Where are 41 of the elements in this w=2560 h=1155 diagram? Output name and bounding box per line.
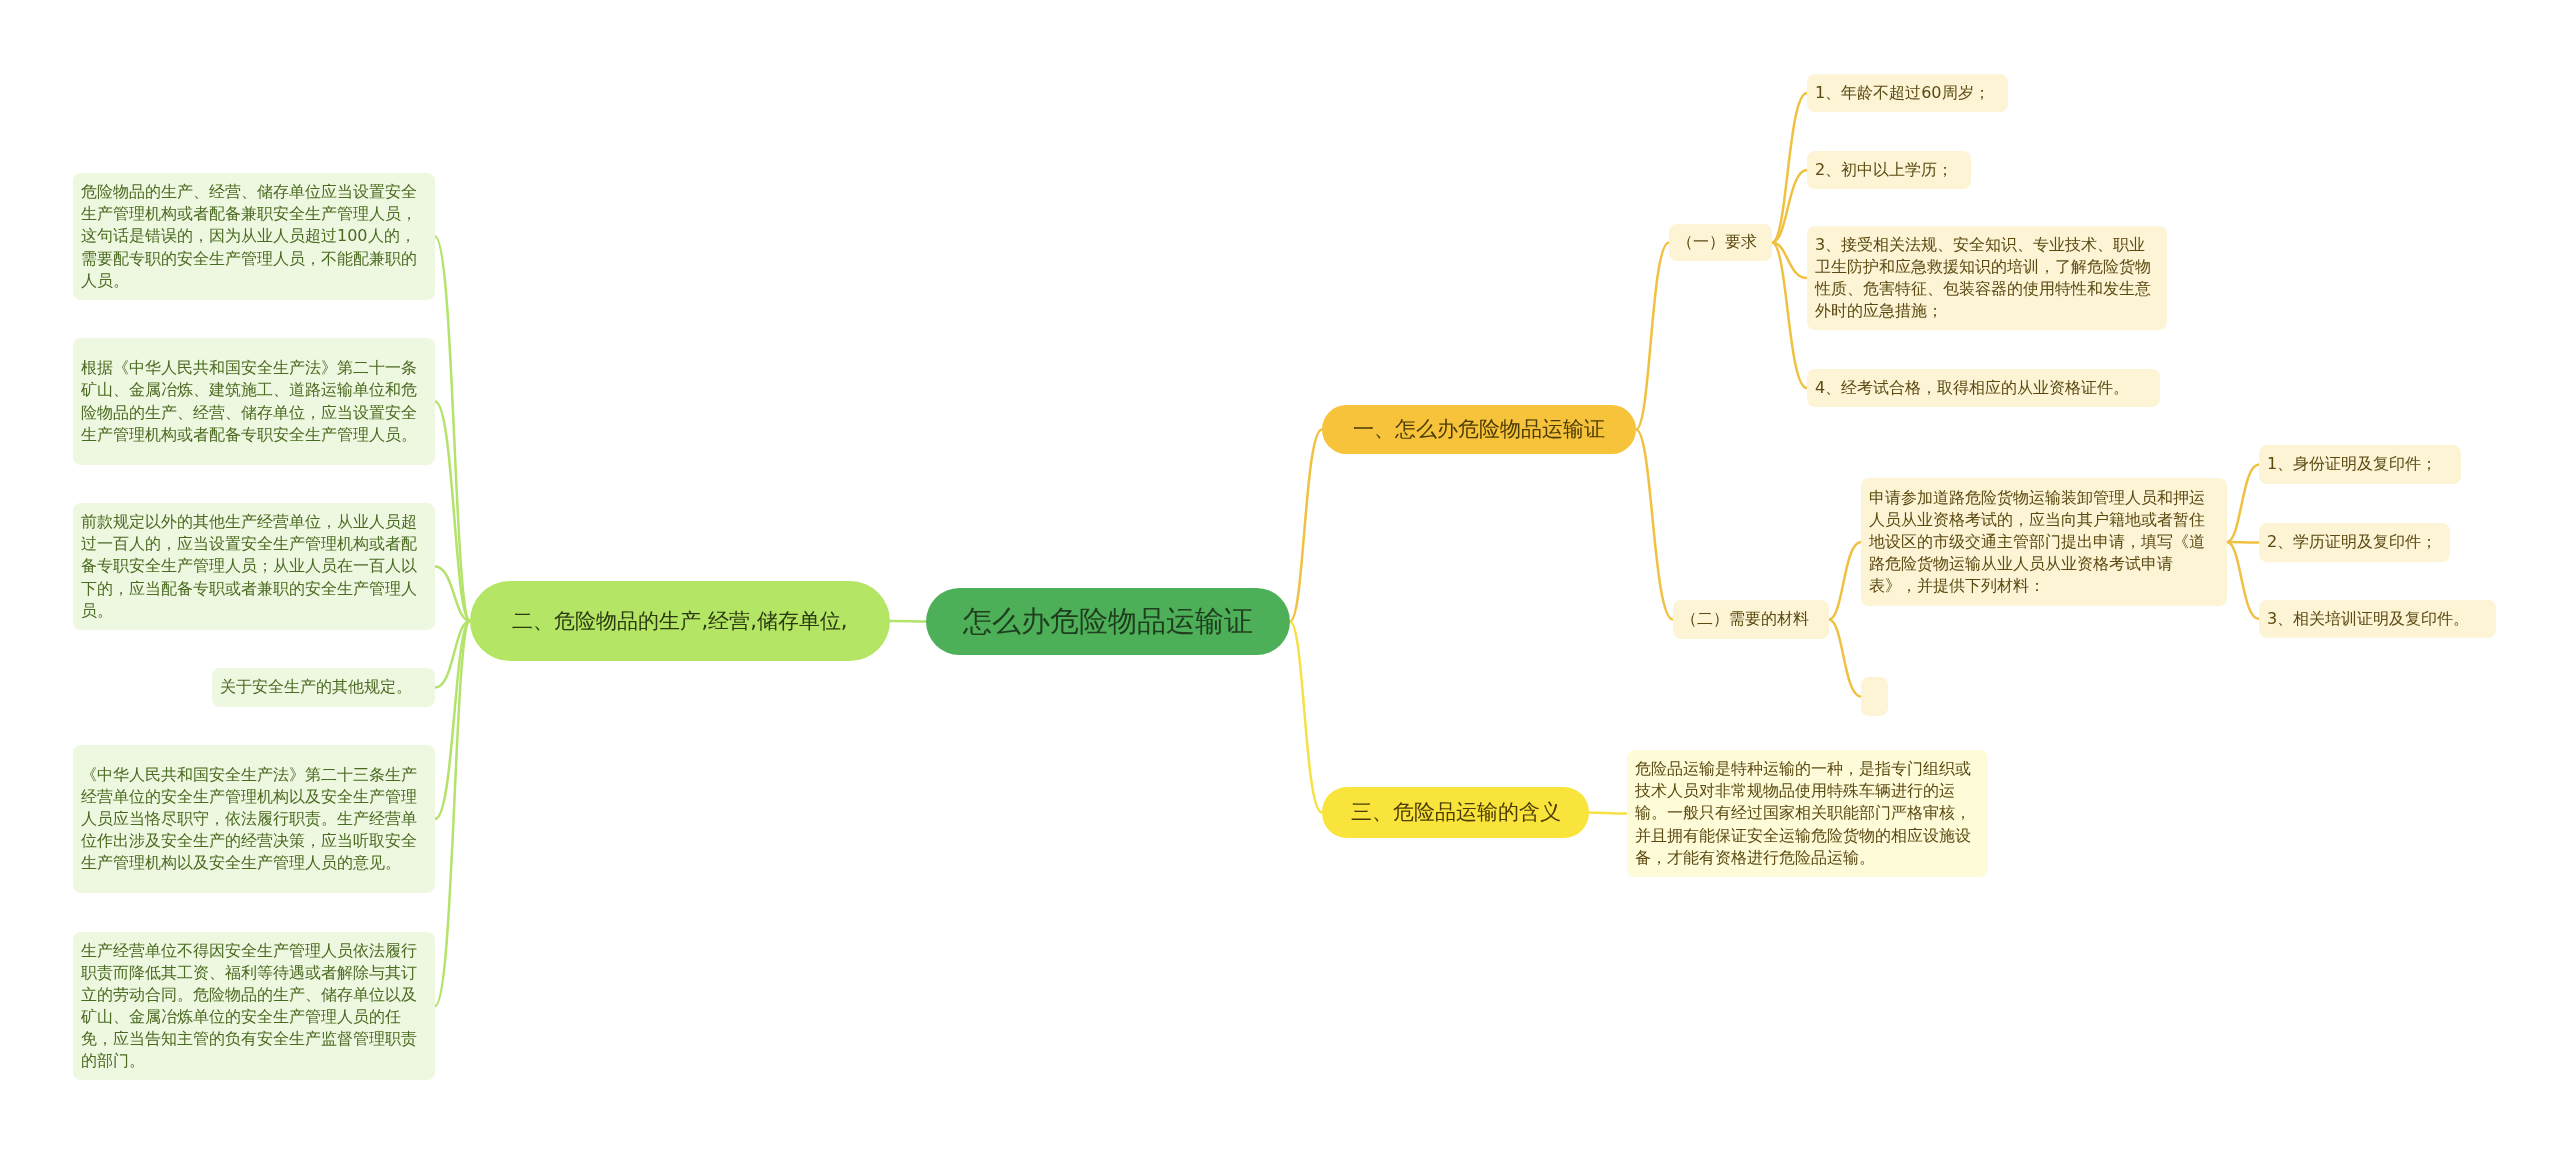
- connector-line: [2226, 540, 2260, 621]
- topic-box: 2、初中以上学历；: [1807, 151, 1971, 189]
- connector-line: [2227, 540, 2259, 544]
- subtopic-box: （一）要求: [1669, 224, 1772, 261]
- topic-box: 根据《中华人民共和国安全生产法》第二十一条矿山、金属冶炼、建筑施工、道路运输单位和危险物品的生产、经营、储存单位，应当设置安全生产管理机构或者配备专职安全生产管理人员。: [73, 338, 435, 465]
- connector-line: [890, 619, 926, 623]
- empty-box: [1861, 677, 1888, 716]
- branch-topic: 一、怎么办危险物品运输证: [1322, 405, 1636, 454]
- subtopic-box: （二）需要的材料: [1673, 600, 1829, 639]
- topic-box: 1、身份证明及复印件；: [2259, 445, 2461, 484]
- connector-line: [433, 620, 472, 1007]
- connector-line: [2226, 463, 2260, 544]
- connector-line: [1635, 428, 1674, 621]
- topic-box: 危险品运输是特种运输的一种，是指专门组织或技术人员对非常规物品使用特殊车辆进行的运输。一般只有经过国家相关职能部门严格审核，并且拥有能保证安全运输危险货物的相应设施设备，才能有资格进行危险品运输。: [1627, 750, 1988, 877]
- connector-line: [1589, 811, 1627, 815]
- connector-line: [1771, 241, 1808, 390]
- connector-line: [1828, 618, 1862, 698]
- connector-line: [434, 620, 471, 820]
- topic-box: 生产经营单位不得因安全生产管理人员依法履行职责而降低其工资、福利等待遇或者解除与其订立的劳动合同。危险物品的生产、储存单位以及矿山、金属冶炼单位的安全生产管理人员的任免，应当告知主管的负有安全生产监督管理职责的部门。: [73, 932, 435, 1080]
- topic-box: 4、经考试合格，取得相应的从业资格证件。: [1807, 369, 2160, 407]
- branch-topic: 二、危险物品的生产,经营,储存单位,: [470, 581, 890, 661]
- topic-box: 3、接受相关法规、安全知识、专业技术、职业卫生防护和应急救援知识的培训，了解危险货物性质、危害特征、包装容器的使用特性和发生意外时的应急措施；: [1807, 226, 2167, 330]
- connector-line: [434, 400, 471, 622]
- topic-box: 1、年龄不超过60周岁；: [1807, 74, 2008, 112]
- topic-box: 关于安全生产的其他规定。: [212, 668, 435, 707]
- topic-box: 2、学历证明及复印件；: [2259, 523, 2450, 562]
- topic-box: 《中华人民共和国安全生产法》第二十三条生产经营单位的安全生产管理机构以及安全生产管理人员应当恪尽职守，依法履行职责。生产经营单位作出涉及安全生产的经营决策，应当听取安全生产管理机构以及安全生产管理人员的意见。: [73, 745, 435, 893]
- topic-box: 3、相关培训证明及复印件。: [2259, 600, 2496, 638]
- connector-line: [1828, 540, 1862, 621]
- connector-line: [1635, 241, 1670, 431]
- connector-line: [433, 235, 472, 622]
- connector-line: [1771, 168, 1808, 244]
- connector-line: [1771, 91, 1808, 244]
- topic-box: 申请参加道路危险货物运输装卸管理人员和押运人员从业资格考试的，应当向其户籍地或者暂住地设区的市级交通主管部门提出申请，填写《道路危险货物运输从业人员从业资格考试申请表》，并提供下列材料：: [1861, 478, 2227, 606]
- branch-topic: 三、危险品运输的含义: [1322, 787, 1589, 838]
- central-topic: 怎么办危险物品运输证: [926, 588, 1290, 655]
- topic-box: 前款规定以外的其他生产经营单位，从业人员超过一百人的，应当设置安全生产管理机构或者配备专职安全生产管理人员；从业人员在一百人以下的，应当配备专职或者兼职的安全生产管理人员。: [73, 503, 435, 630]
- connector-line: [1289, 428, 1323, 623]
- connector-line: [1289, 620, 1323, 814]
- topic-box: 危险物品的生产、经营、储存单位应当设置安全生产管理机构或者配备兼职安全生产管理人员，这句话是错误的，因为从业人员超过100人的，需要配专职的安全生产管理人员，不能配兼职的人员。: [73, 173, 435, 300]
- connector-line: [434, 565, 471, 623]
